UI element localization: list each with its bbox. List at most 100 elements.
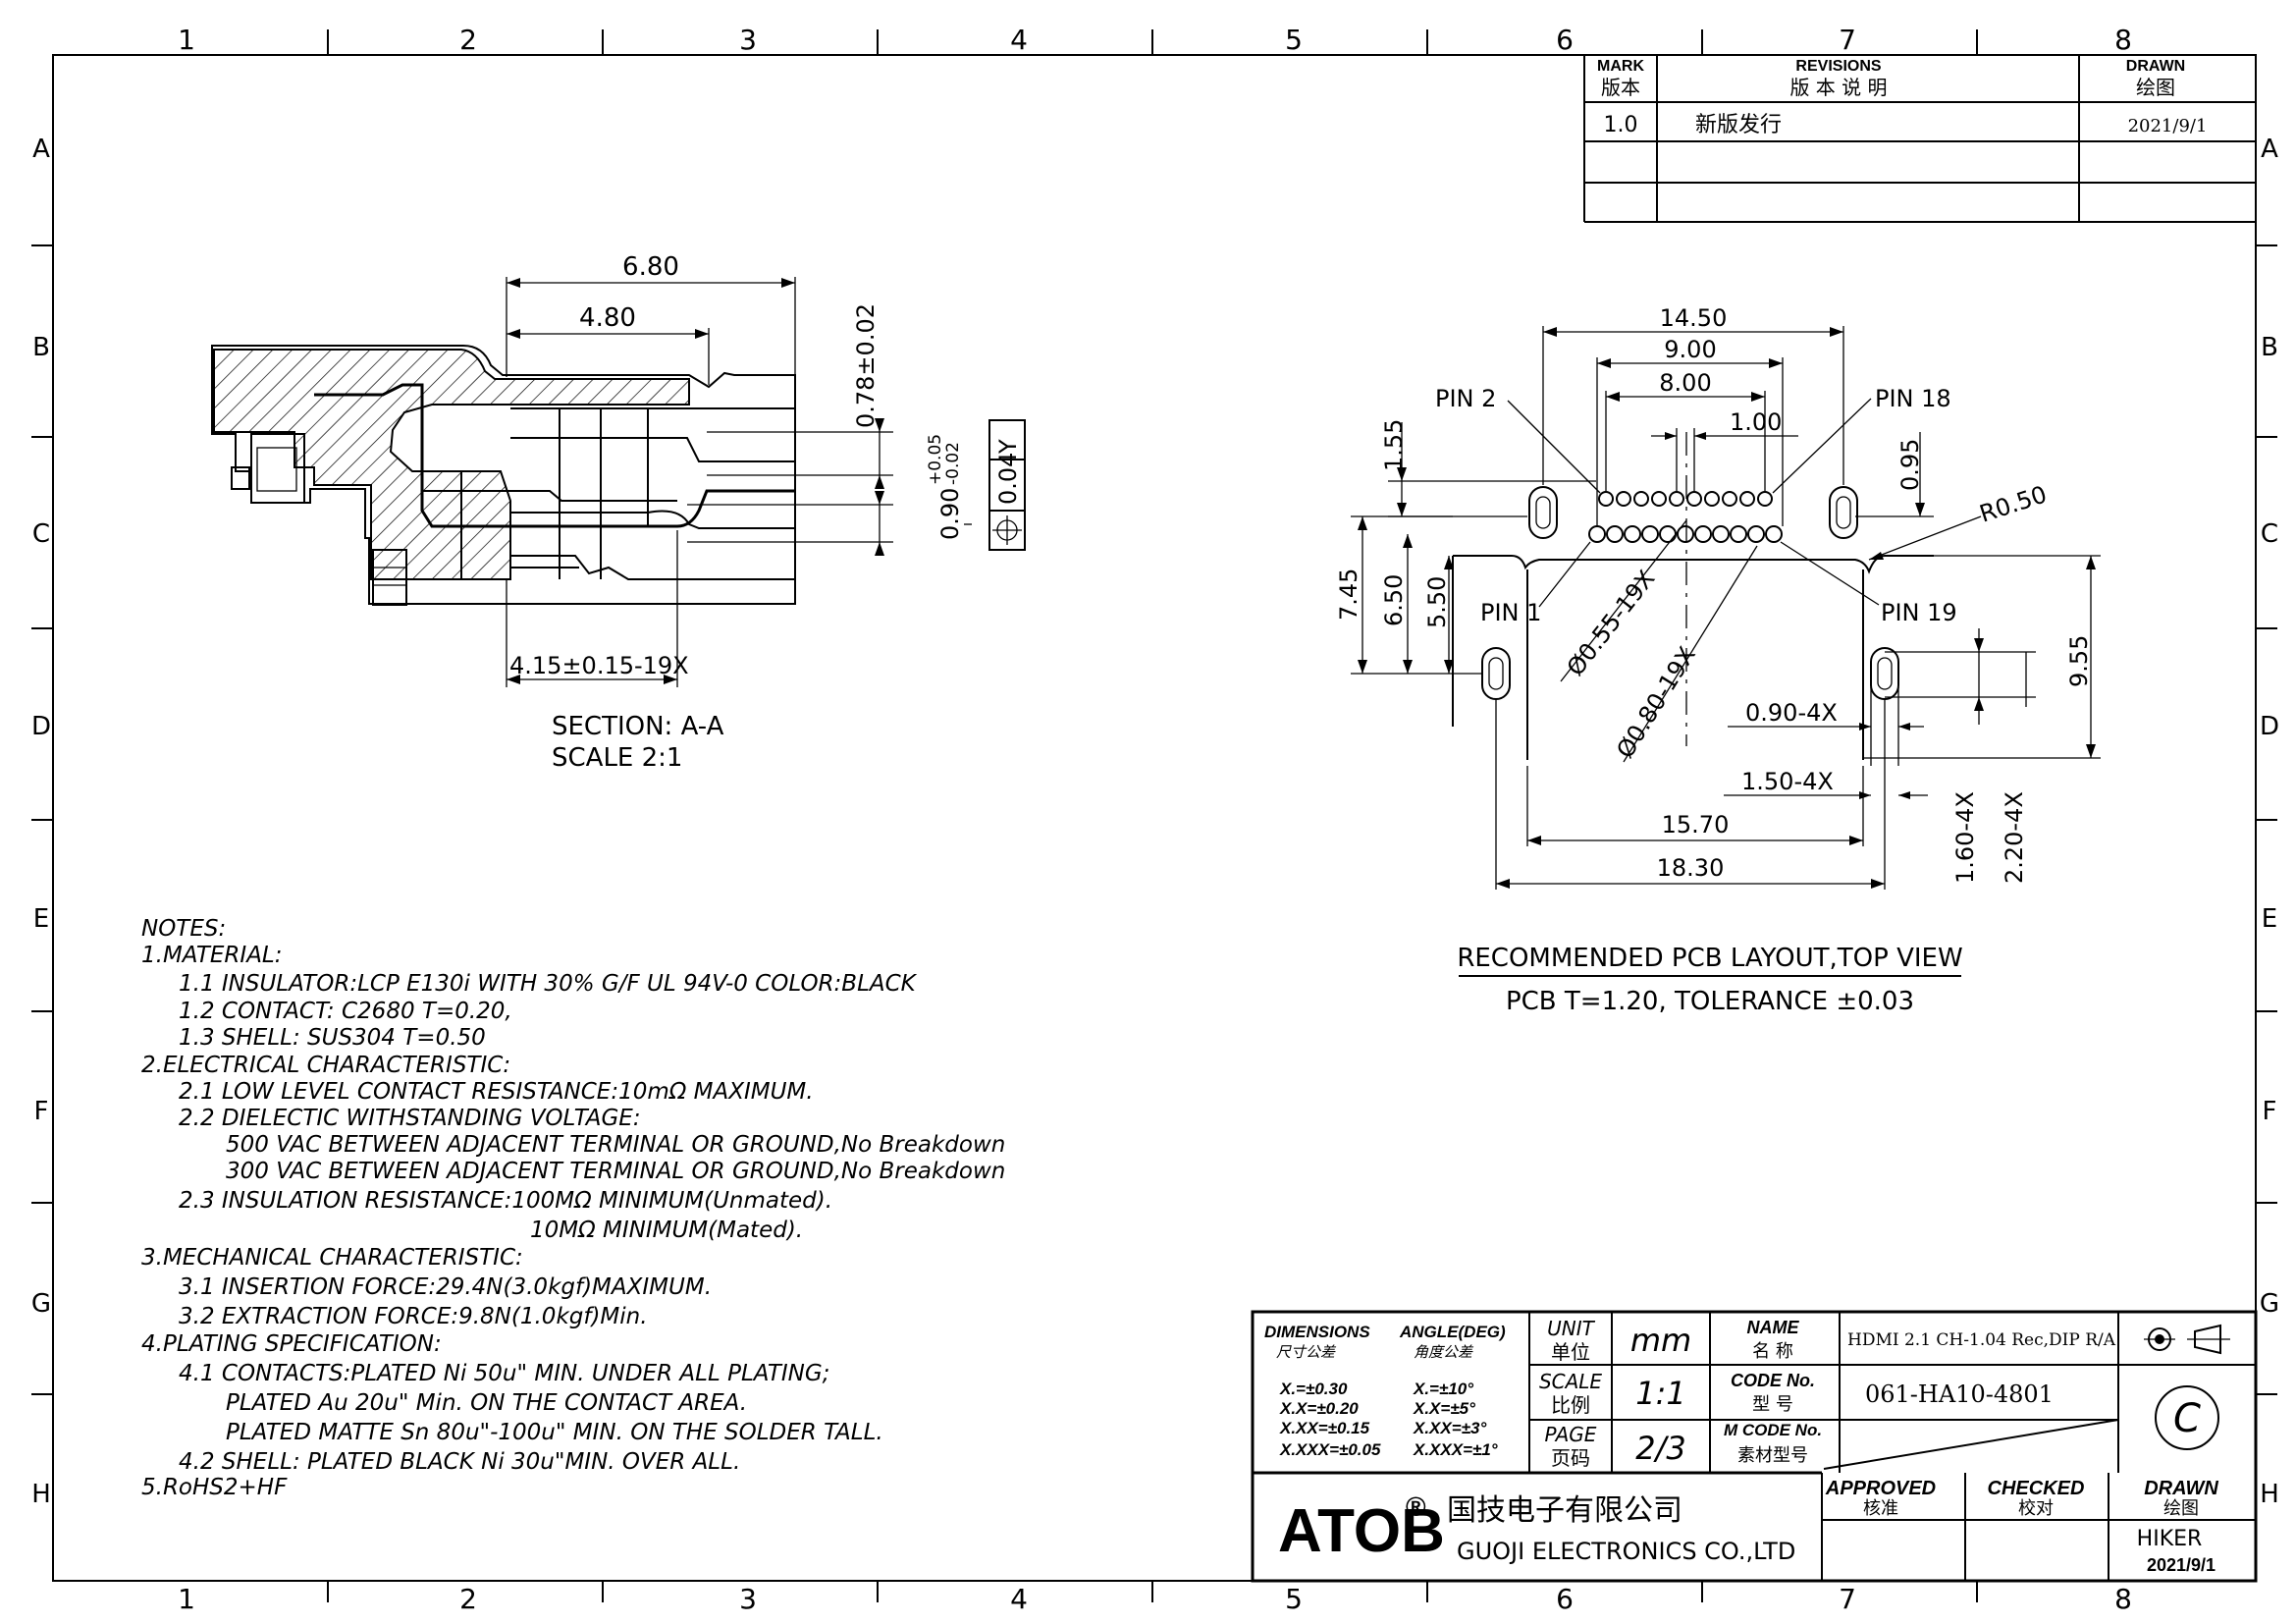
rev-mark-header-cn: 版本 (1601, 76, 1640, 99)
gdt-frame (988, 419, 1026, 551)
row-label: D (2260, 712, 2279, 741)
col-label: 2 (459, 24, 477, 56)
col-label: 2 (459, 1583, 477, 1615)
tb-tol-lin: X.XX=±0.15 (1279, 1419, 1370, 1437)
row-label: G (2260, 1289, 2279, 1319)
note-line: 300 VAC BETWEEN ADJACENT TERMINAL OR GRO… (226, 1159, 1005, 1184)
note-line: 5.RoHS2+HF (141, 1475, 288, 1500)
row-label: H (31, 1480, 51, 1509)
dim-4-15: 4.15±0.15-19X (509, 652, 689, 679)
section-title: SECTION: A-A (552, 712, 724, 741)
col-label: 7 (1839, 1583, 1856, 1615)
dim-6-50: 6.50 (1380, 574, 1408, 626)
rev-drawn-header: DRAWN (2126, 58, 2185, 75)
col-label: 5 (1285, 1583, 1303, 1615)
sheet-frame: 1 2 3 4 5 6 7 8 1 2 3 4 5 6 7 8 A B C D … (31, 24, 2279, 1615)
tb-dimensions-cn: 尺寸公差 (1276, 1343, 1337, 1361)
tb-unit-value: mm (1630, 1322, 1691, 1359)
rev-desc-header-cn: 版 本 说 明 (1789, 76, 1887, 99)
title-block: DIMENSIONS 尺寸公差 ANGLE(DEG) 角度公差 X.=±0.30… (1251, 1310, 2258, 1583)
row-label: E (33, 904, 49, 934)
pcb-view-title: RECOMMENDED PCB LAYOUT,TOP VIEW (1457, 944, 1962, 973)
tb-mcode-en: M CODE No. (1724, 1421, 1822, 1439)
dim-4-80: 4.80 (579, 303, 636, 333)
row-label: D (31, 712, 51, 741)
dim-r0-50: R0.50 (1976, 480, 2050, 527)
frame-border (52, 54, 2257, 1582)
tb-page-cn: 页码 (1551, 1446, 1590, 1470)
col-label: 3 (739, 1583, 757, 1615)
gdt-datum: Y (994, 439, 1022, 455)
dim-9-55: 9.55 (2065, 635, 2093, 687)
pin-holes-bottom-row (1588, 525, 1783, 543)
note-line: 2.3 INSULATION RESISTANCE:100MΩ MINIMUM(… (179, 1188, 832, 1214)
dim-8-00: 8.00 (1659, 369, 1711, 397)
tb-tol-ang: X.X=±5° (1413, 1399, 1475, 1418)
rev-mark-value: 1.0 (1604, 113, 1638, 137)
pcb-outline (1453, 555, 1934, 574)
note-line: PLATED MATTE Sn 80u"-100u" MIN. ON THE S… (226, 1420, 883, 1445)
tb-code-value: 061-HA10-4801 (1865, 1380, 2054, 1408)
col-label: 3 (739, 24, 757, 56)
note-line: 10MΩ MINIMUM(Mated). (530, 1218, 803, 1243)
dim-1-55: 1.55 (1380, 419, 1408, 471)
dim-5-50: 5.50 (1423, 576, 1451, 628)
tb-unit-en: UNIT (1547, 1317, 1595, 1340)
dim-0-90: 0.90 (936, 488, 964, 540)
row-label: A (2261, 135, 2278, 164)
note-line: 3.1 INSERTION FORCE:29.4N(3.0kgf)MAXIMUM… (179, 1274, 712, 1300)
tb-mcode-cn: 素材型号 (1737, 1445, 1808, 1466)
mount-slot (1870, 647, 1899, 700)
pin-holes-top-row (1598, 491, 1773, 507)
col-label: 4 (1010, 1583, 1028, 1615)
note-line: 500 VAC BETWEEN ADJACENT TERMINAL OR GRO… (226, 1132, 1005, 1158)
dim-14-50: 14.50 (1660, 304, 1728, 332)
note-line: 4.PLATING SPECIFICATION: (141, 1331, 442, 1357)
dim-0-90-4x: 0.90-4X (1745, 699, 1838, 727)
registered-mark-icon: ® (1406, 1491, 1426, 1522)
rev-mark-header: MARK (1597, 58, 1644, 75)
tb-page-value: 2/3 (1635, 1430, 1686, 1467)
tb-scale-en: SCALE (1539, 1370, 1602, 1393)
note-line: 2.2 DIELECTIC WITHSTANDING VOLTAGE: (179, 1106, 641, 1131)
dim-1-50-4x: 1.50-4X (1741, 768, 1834, 795)
rev-desc-value: 新版发行 (1695, 113, 1782, 137)
note-line: 3.MECHANICAL CHARACTERISTIC: (141, 1245, 523, 1271)
tb-tol-lin: X.XXX=±0.05 (1279, 1440, 1381, 1459)
col-label: 4 (1010, 24, 1028, 56)
tb-drawn-date: 2021/9/1 (2147, 1555, 2216, 1575)
tb-page-en: PAGE (1545, 1423, 1597, 1446)
pcb-view-subtitle: PCB T=1.20, TOLERANCE ±0.03 (1506, 987, 1914, 1016)
tb-approved-en: APPROVED (1825, 1478, 1936, 1499)
rev-desc-header: REVISIONS (1795, 58, 1881, 75)
notes-block: NOTES: 1.MATERIAL: 1.1 INSULATOR:LCP E13… (141, 916, 1005, 1500)
row-label: C (2261, 519, 2278, 549)
note-line: 3.2 EXTRACTION FORCE:9.8N(1.0kgf)Min. (179, 1304, 648, 1329)
insulator-hatch (213, 349, 690, 580)
tb-name-cn: 名 称 (1752, 1341, 1793, 1362)
row-label: F (34, 1097, 49, 1126)
tb-approved-cn: 核准 (1863, 1498, 1898, 1519)
dim-6-80: 6.80 (622, 252, 679, 282)
pin-19-label: PIN 19 (1881, 599, 1957, 626)
projection-symbol-icon (2144, 1324, 2230, 1355)
note-line: NOTES: (141, 916, 226, 942)
row-label: H (2260, 1480, 2279, 1509)
mount-slot (1829, 486, 1858, 539)
dim-dia-0-80: Ø0.80-19X (1611, 642, 1701, 763)
dim-dia-0-55: Ø0.55-19X (1562, 566, 1661, 681)
row-label: C (32, 519, 50, 549)
section-scale: SCALE 2:1 (552, 743, 682, 773)
note-line: 1.2 CONTACT: C2680 T=0.20, (179, 999, 512, 1024)
pin-2-label: PIN 2 (1435, 385, 1496, 412)
tb-scale-value: 1:1 (1635, 1375, 1686, 1412)
tb-revision-letter: C (2173, 1396, 2201, 1441)
row-label: E (2262, 904, 2277, 934)
dim-0-78: 0.78±0.02 (852, 303, 880, 428)
revision-table: MARK 版本 REVISIONS 版 本 说 明 DRAWN 绘图 1.0 新… (1583, 55, 2256, 223)
tb-tol-ang: X.XXX=±1° (1413, 1440, 1498, 1459)
company-logo: ATOB (1278, 1497, 1445, 1565)
dim-0-95: 0.95 (1896, 439, 1924, 491)
row-label: F (2263, 1097, 2277, 1126)
rev-date-value: 2021/9/1 (2128, 116, 2208, 136)
